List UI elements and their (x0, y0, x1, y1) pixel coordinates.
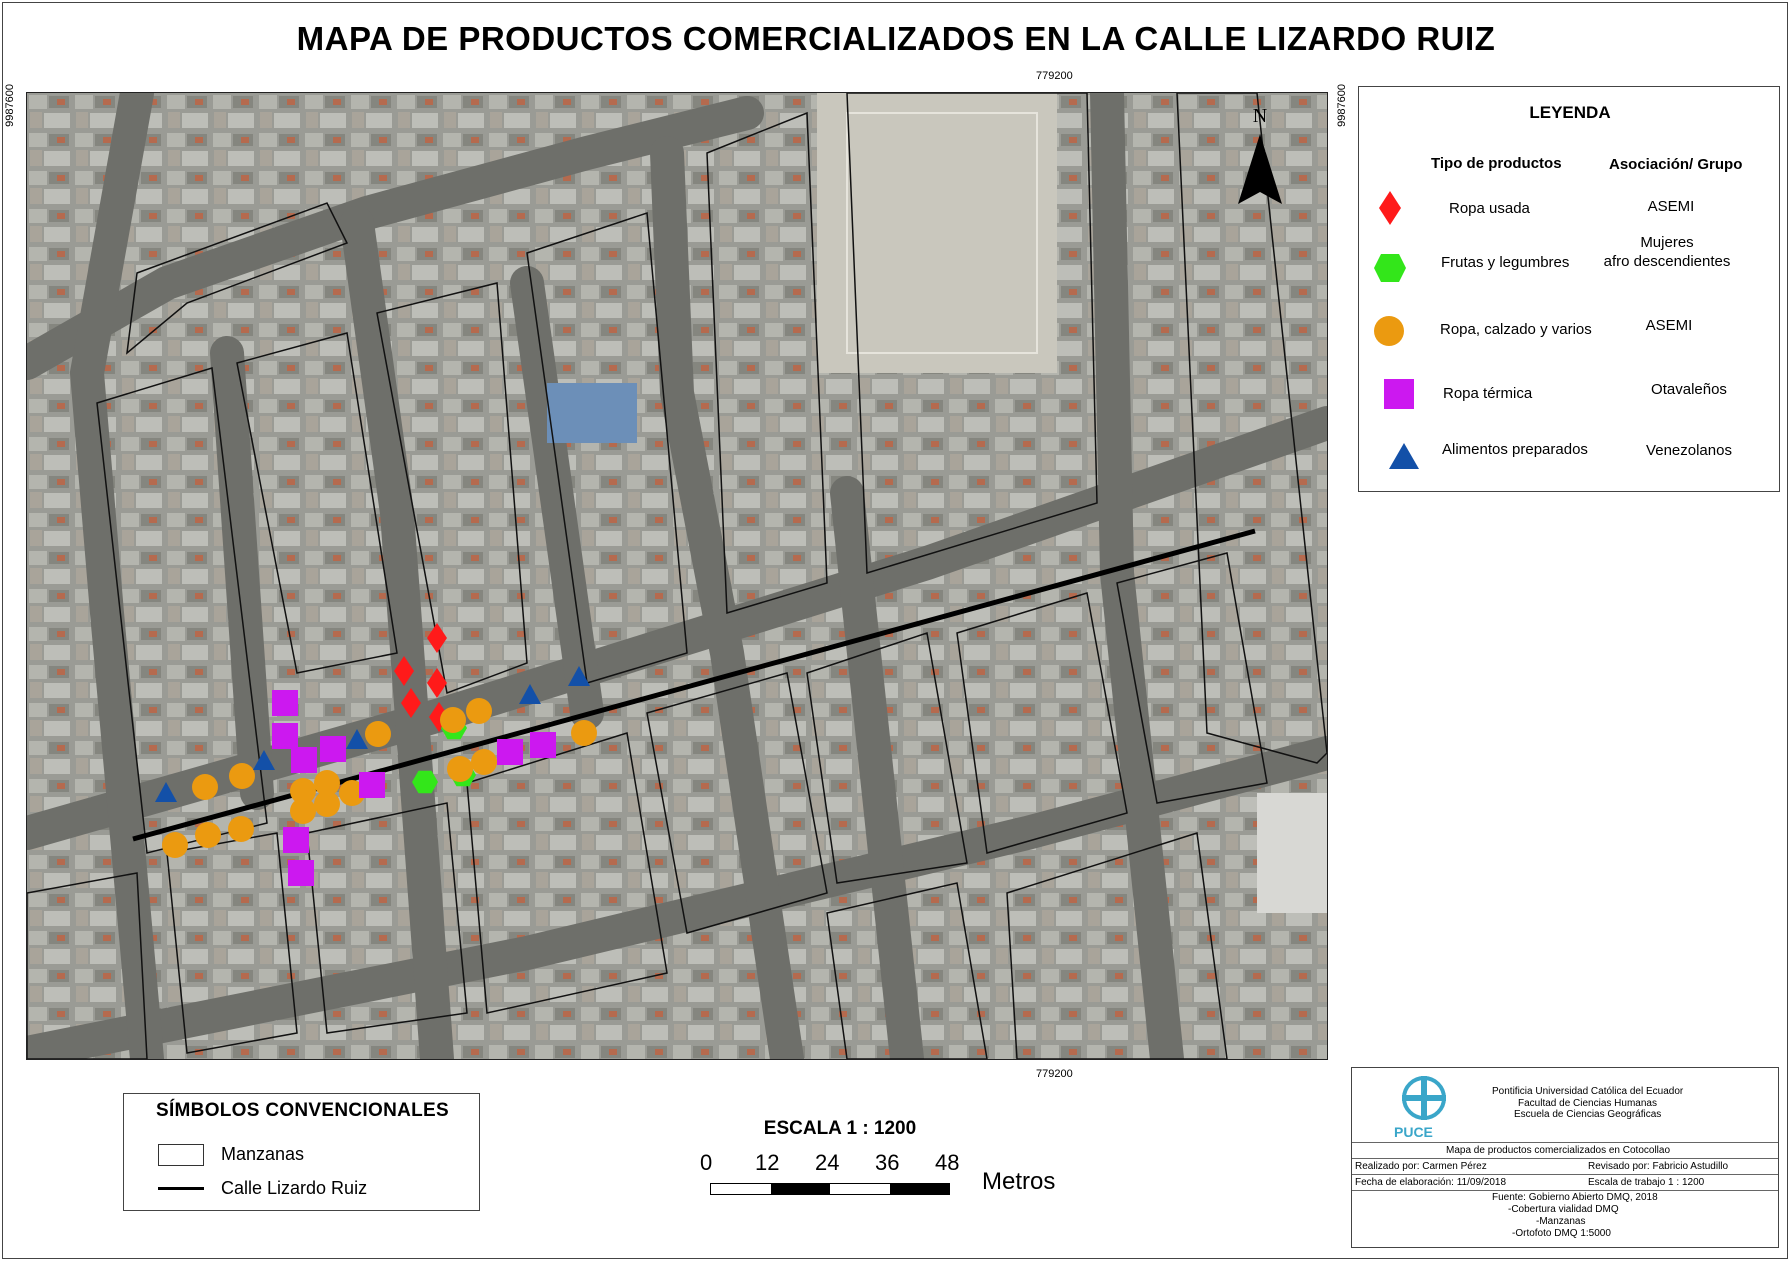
legend-header-products: Tipo de productos (1431, 155, 1562, 172)
block-symbol-icon (158, 1144, 204, 1166)
marker-ropa-termica[interactable] (272, 690, 298, 716)
orthophoto-map[interactable] (26, 92, 1328, 1060)
coord-bottom: 779200 (1036, 1068, 1073, 1080)
triangle-icon (1389, 443, 1419, 469)
puce-logo-text: PUCE (1394, 1124, 1433, 1140)
info-source: Fuente: Gobierno Abierto DMQ, 2018 (1492, 1192, 1658, 1203)
marker-ropa-termica[interactable] (288, 860, 314, 886)
marker-ropa-calzado-varios[interactable] (339, 780, 365, 806)
info-made-by: Realizado por: Carmen Pérez (1355, 1161, 1487, 1172)
puce-logo-icon (1402, 1076, 1446, 1120)
scale-bar (710, 1183, 950, 1195)
legend-title: LEYENDA (1529, 103, 1611, 122)
marker-ropa-calzado-varios[interactable] (195, 822, 221, 848)
info-source-3: -Ortofoto DMQ 1:5000 (1512, 1228, 1611, 1239)
marker-alimentos-preparados[interactable] (346, 729, 368, 749)
marker-ropa-termica[interactable] (283, 827, 309, 853)
marker-ropa-calzado-varios[interactable] (290, 778, 316, 804)
north-arrow-icon: N (1238, 105, 1282, 204)
scale-tick-48: 48 (935, 1150, 960, 1175)
legend-label-ropa-calzado: Ropa, calzado y varios (1440, 321, 1592, 338)
legend-label-frutas: Frutas y legumbres (1441, 254, 1570, 271)
scale-tick-24: 24 (815, 1150, 840, 1175)
marker-ropa-usada[interactable] (427, 668, 447, 698)
marker-ropa-calzado-varios[interactable] (314, 770, 340, 796)
marker-ropa-termica[interactable] (359, 772, 385, 798)
marker-ropa-calzado-varios[interactable] (314, 791, 340, 817)
legend-group-mujeres: Mujeres afro descendientes (1603, 234, 1731, 270)
marker-ropa-calzado-varios[interactable] (571, 720, 597, 746)
conventional-title: SÍMBOLOS CONVENCIONALES (156, 1100, 449, 1121)
marker-ropa-calzado-varios[interactable] (290, 798, 316, 824)
marker-alimentos-preparados[interactable] (519, 684, 541, 704)
marker-ropa-termica[interactable] (320, 736, 346, 762)
legend-label-ropa-termica: Ropa térmica (1443, 385, 1533, 402)
marker-ropa-calzado-varios[interactable] (365, 721, 391, 747)
conventional-symbols-panel: SÍMBOLOS CONVENCIONALES Manzanas Calle L… (123, 1093, 480, 1211)
marker-alimentos-preparados[interactable] (155, 782, 177, 802)
product-markers (155, 623, 597, 886)
scale-title: ESCALA 1 : 1200 (763, 1118, 917, 1139)
coord-right: 9987600 (1336, 84, 1348, 127)
info-school: Escuela de Ciencias Geográficas (1514, 1109, 1662, 1120)
marker-ropa-usada[interactable] (401, 688, 421, 718)
scale-tick-12: 12 (755, 1150, 780, 1175)
marker-ropa-usada[interactable] (394, 656, 414, 686)
scale-tick-36: 36 (875, 1150, 900, 1175)
legend-label-alimentos: Alimentos preparados (1442, 441, 1588, 458)
legend-label-ropa-usada: Ropa usada (1449, 200, 1530, 217)
marker-ropa-calzado-varios[interactable] (228, 816, 254, 842)
street-symbol-icon (158, 1187, 204, 1190)
marker-ropa-calzado-varios[interactable] (192, 774, 218, 800)
marker-alimentos-preparados[interactable] (568, 666, 590, 686)
hexagon-icon (1374, 254, 1406, 282)
square-icon (1384, 379, 1414, 409)
marker-alimentos-preparados[interactable] (253, 750, 275, 770)
marker-ropa-calzado-varios[interactable] (229, 763, 255, 789)
info-reviewed-by: Revisado por: Fabricio Astudillo (1588, 1161, 1729, 1172)
warehouse (1257, 793, 1327, 913)
marker-ropa-usada[interactable] (427, 623, 447, 653)
marker-ropa-calzado-varios[interactable] (447, 756, 473, 782)
map-canvas (27, 93, 1327, 1059)
legend-panel: LEYENDA Tipo de productos Asociación/ Gr… (1358, 86, 1780, 492)
info-faculty: Facultad de Ciencias Humanas (1518, 1098, 1657, 1109)
legend-group-otavalenos: Otavaleños (1651, 381, 1727, 398)
svg-text:N: N (1253, 105, 1267, 127)
info-date: Fecha de elaboración: 11/09/2018 (1355, 1177, 1507, 1188)
legend-group-asemi-2: ASEMI (1645, 317, 1693, 334)
diamond-icon (1379, 191, 1401, 225)
info-work-scale: Escala de trabajo 1 : 1200 (1588, 1177, 1705, 1188)
coord-top: 779200 (1036, 70, 1073, 82)
marker-ropa-termica[interactable] (530, 732, 556, 758)
court (547, 383, 637, 443)
marker-frutas-legumbres[interactable] (412, 770, 438, 794)
coord-left: 9987600 (4, 84, 16, 127)
info-university: Pontificia Universidad Católica del Ecua… (1492, 1086, 1684, 1097)
legend-group-venezolanos: Venezolanos (1646, 442, 1732, 459)
info-block: PUCE Pontificia Universidad Católica del… (1351, 1067, 1779, 1248)
conventional-blocks-label: Manzanas (221, 1144, 305, 1164)
info-map-name: Mapa de productos comercializados en Cot… (1446, 1145, 1671, 1156)
marker-ropa-termica[interactable] (291, 747, 317, 773)
marker-ropa-calzado-varios[interactable] (471, 749, 497, 775)
marker-ropa-termica[interactable] (497, 739, 523, 765)
info-source-1: -Cobertura vialidad DMQ (1508, 1204, 1619, 1215)
scale-unit: Metros (982, 1168, 1056, 1195)
map-title: MAPA DE PRODUCTOS COMERCIALIZADOS EN LA … (296, 20, 1496, 57)
circle-icon (1374, 316, 1404, 346)
legend-header-group: Asociación/ Grupo (1609, 156, 1743, 173)
legend-group-asemi: ASEMI (1647, 198, 1695, 215)
info-source-2: -Manzanas (1536, 1216, 1586, 1227)
marker-ropa-calzado-varios[interactable] (466, 698, 492, 724)
conventional-street-label: Calle Lizardo Ruiz (221, 1178, 368, 1198)
marker-ropa-calzado-varios[interactable] (440, 707, 466, 733)
marker-ropa-calzado-varios[interactable] (162, 832, 188, 858)
scale-tick-0: 0 (700, 1150, 713, 1175)
marker-ropa-termica[interactable] (272, 723, 298, 749)
